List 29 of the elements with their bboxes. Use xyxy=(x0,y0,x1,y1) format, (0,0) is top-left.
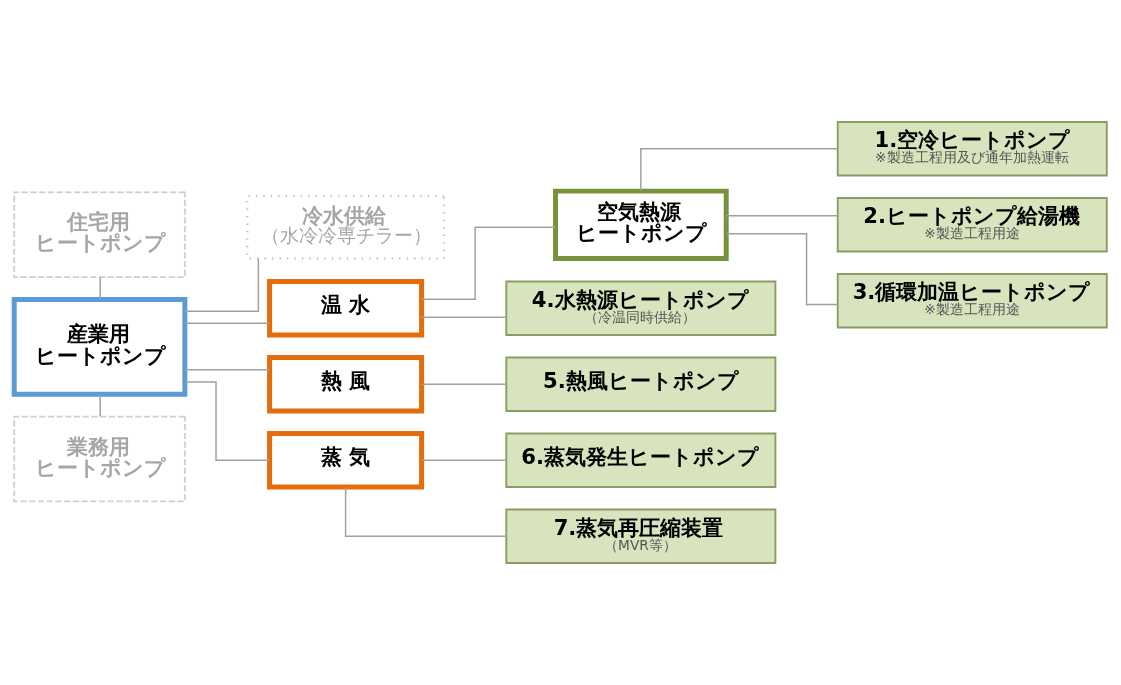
connector xyxy=(420,226,556,301)
connector xyxy=(99,276,101,300)
node-box: 6.蒸気発生ヒートポンプ xyxy=(505,432,777,488)
connector xyxy=(725,215,839,217)
node-box: 7.蒸気再圧縮装置 （MVR等） xyxy=(505,508,777,564)
node-box: 1.空冷ヒートポンプ ※製造工程用及び通年加熱運転 xyxy=(836,121,1108,177)
connector xyxy=(184,257,260,313)
connector xyxy=(725,232,839,306)
node-box: 産業用ヒートポンプ xyxy=(11,297,188,397)
connector xyxy=(420,383,507,385)
node-box: 冷水供給 （水冷冷専チラー） xyxy=(245,194,446,260)
connector xyxy=(99,393,101,418)
node-box: 業務用ヒートポンプ xyxy=(13,415,186,503)
node-box: 住宅用ヒートポンプ xyxy=(13,191,186,279)
node-box: 蒸 気 xyxy=(267,430,425,490)
connector xyxy=(184,381,271,461)
connector xyxy=(420,316,507,318)
connector xyxy=(640,148,839,192)
connector xyxy=(184,368,271,371)
node-box: 2.ヒートポンプ給湯機 ※製造工程用途 xyxy=(836,197,1108,253)
node-box: 温 水 xyxy=(267,278,425,338)
node-box: 3.循環加温ヒートポンプ ※製造工程用途 xyxy=(836,273,1108,329)
connector xyxy=(344,486,507,537)
connector xyxy=(184,322,271,324)
node-box: 5.熱風ヒートポンプ xyxy=(505,356,777,412)
node-box: 4.水熱源ヒートポンプ （冷温同時供給） xyxy=(505,280,777,336)
node-box: 空気熱源ヒートポンプ xyxy=(553,188,729,261)
node-box: 熱 風 xyxy=(267,354,425,414)
connector xyxy=(420,459,507,461)
